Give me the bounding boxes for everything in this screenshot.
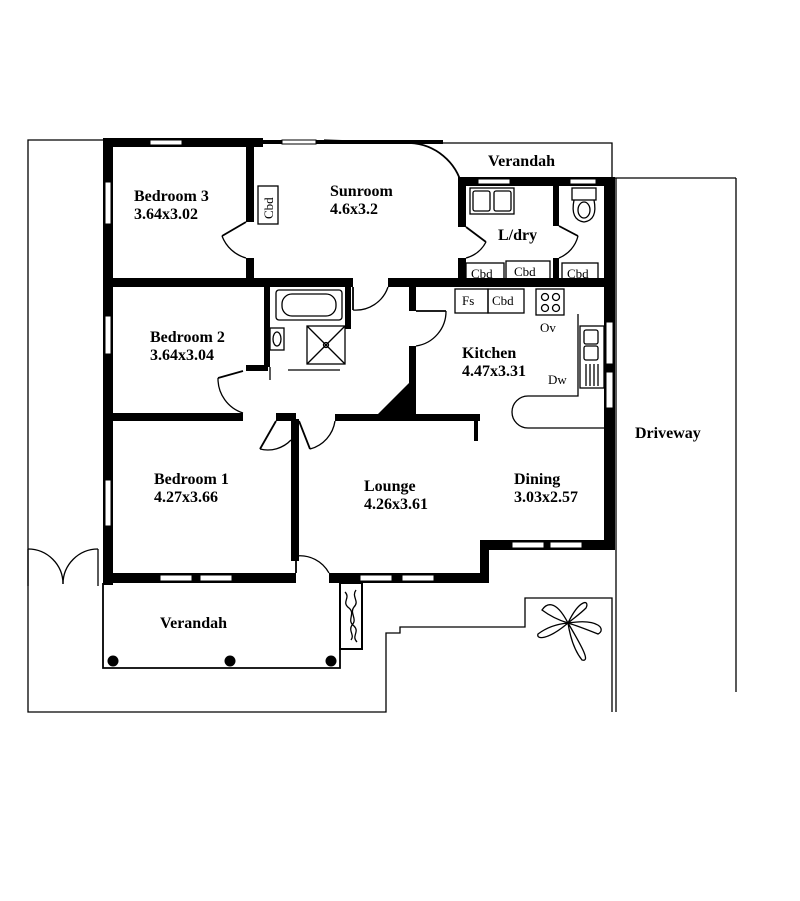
sunroom-name: Sunroom — [330, 183, 394, 200]
fixtures: Cbd Cbd Cbd Cbd Fs Cbd Ov D — [257, 185, 605, 429]
kitchen-dims: 4.47x3.31 — [462, 363, 526, 380]
bedroom2-name: Bedroom 2 — [150, 329, 225, 346]
laundry-name: L/dry — [498, 227, 537, 244]
driveway-label: Driveway — [635, 425, 701, 442]
walls — [103, 138, 615, 585]
dining-name: Dining — [514, 471, 560, 488]
bedroom1-name: Bedroom 1 — [154, 471, 229, 488]
verandah-front-label: Verandah — [160, 615, 227, 632]
room-labels: Bedroom 3 3.64x3.02 Sunroom 4.6x3.2 L/dr… — [134, 153, 701, 632]
kitchen-fs-label: Fs — [462, 293, 474, 308]
verandah-top-label: Verandah — [488, 153, 555, 170]
bedroom3-cbd-label: Cbd — [261, 197, 276, 219]
laundry-cbd-label-1: Cbd — [471, 266, 493, 281]
front-verandah — [102, 582, 363, 669]
kitchen-cbd-label: Cbd — [492, 293, 514, 308]
kitchen-name: Kitchen — [462, 345, 516, 362]
doors — [217, 139, 579, 574]
side-gate — [27, 548, 99, 586]
lounge-dims: 4.26x3.61 — [364, 496, 428, 513]
verandah-post — [325, 655, 337, 667]
bedroom3-name: Bedroom 3 — [134, 188, 209, 205]
bedroom1-dims: 4.27x3.66 — [154, 489, 218, 506]
dishwasher-label: Dw — [548, 372, 567, 387]
bedroom2-dims: 3.64x3.04 — [150, 347, 214, 364]
lounge-name: Lounge — [364, 478, 416, 495]
site-boundary — [27, 139, 737, 713]
windows — [104, 139, 614, 582]
laundry-cbd-label-2: Cbd — [514, 264, 536, 279]
bedroom3-dims: 3.64x3.02 — [134, 206, 198, 223]
dining-dims: 3.03x2.57 — [514, 489, 578, 506]
verandah-post — [107, 655, 119, 667]
oven-label: Ov — [540, 320, 556, 335]
verandah-post — [224, 655, 236, 667]
wc-cbd-label: Cbd — [567, 266, 589, 281]
plant-symbol — [537, 601, 602, 661]
sunroom-dims: 4.6x3.2 — [330, 201, 378, 218]
